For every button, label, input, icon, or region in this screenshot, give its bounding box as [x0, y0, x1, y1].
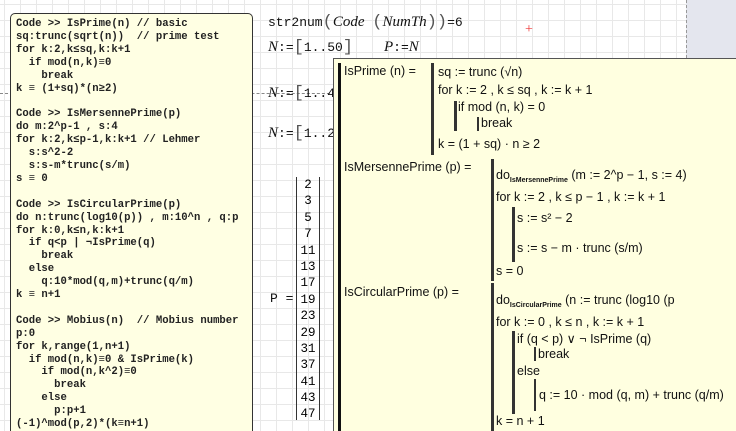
circular-line: q := 10 · mod (q, m) + trunc (q/m) — [539, 388, 724, 402]
code-line: p:0 — [16, 327, 36, 340]
circular-line: if (q < p) ∨ ¬ IsPrime (q) — [517, 332, 652, 346]
p-definition[interactable]: P:=N — [384, 39, 419, 55]
code-line — [16, 302, 252, 315]
vector-element: 29 — [300, 325, 316, 340]
code-line: if q<p | ¬IsPrime(q) — [16, 237, 156, 250]
vector-element: 17 — [300, 276, 316, 291]
code-line: Code >> Mobius(n) // Mobius number — [16, 314, 239, 327]
cursor-crosshair: + — [525, 22, 533, 37]
code-line: break — [16, 379, 86, 392]
mersenne-line: for k := 2 , k ≤ p − 1 , k := k + 1 — [496, 190, 666, 204]
code-line: s ≡ 0 — [16, 172, 48, 185]
n-definition-3[interactable]: N:=[1..2 — [268, 124, 336, 143]
circular-line: else — [517, 364, 540, 378]
code-line: Code >> IsMersennePrime(p) — [16, 108, 182, 121]
vector-element: 31 — [300, 341, 316, 356]
vector-element: 19 — [300, 292, 316, 307]
code-line: for k:2,k≤sq,k:k+1 — [16, 43, 131, 56]
code-line: break — [16, 69, 74, 82]
code-line: Code >> IsCircularPrime(p) — [16, 198, 182, 211]
code-line: k ≡ n+1 — [16, 289, 61, 302]
range: 1..50 — [303, 40, 343, 55]
fn-name: str2num — [268, 15, 323, 30]
circular-line: k = n + 1 — [496, 414, 545, 428]
code-line: if mod(n,k^2)≡0 — [16, 366, 137, 379]
n-definition-2[interactable]: N:=[1..4 — [268, 84, 336, 103]
circular-line: doIsCircularPrime (n := trunc (log10 (p — [496, 293, 675, 309]
mersenne-head: IsMersennePrime (p) = — [344, 160, 472, 174]
code-line: s:s^2-2 — [16, 147, 74, 160]
code-line: if mod(n,k)≡0 & IsPrime(k) — [16, 353, 195, 366]
numth-arg: NumTh — [382, 14, 427, 30]
isprime-line: for k := 2 , k ≤ sq , k := k + 1 — [438, 83, 593, 97]
vector-element: 23 — [300, 309, 316, 324]
isprime-line: if mod (n, k) = 0 — [458, 100, 546, 114]
code-line — [16, 95, 252, 108]
code-line: sq:trunc(sqrt(n)) // prime test — [16, 30, 220, 43]
circular-line: break — [538, 347, 570, 361]
code-line: break — [16, 250, 74, 263]
code-line: do n:trunc(log10(p)) , m:10^n , q:p — [16, 211, 239, 224]
vector-element: 37 — [300, 358, 316, 373]
region-bar — [338, 63, 341, 431]
vector-element: 47 — [300, 407, 316, 422]
code-line: for k,range(1,n+1) — [16, 340, 131, 353]
code-line — [16, 186, 252, 199]
circular-head: IsCircularPrime (p) = — [344, 285, 459, 299]
code-line: p:p+1 — [16, 405, 86, 418]
page-margin-area — [686, 0, 736, 58]
n-definition-1[interactable]: N:=[1..50] — [268, 38, 354, 57]
code-line: for k:0,k≤n,k:k+1 — [16, 224, 125, 237]
vector-element: 2 — [304, 178, 312, 192]
code-line: for k:2,k≤p-1,k:k+1 // Lehmer — [16, 134, 201, 147]
circular-line: for k := 0 , k ≤ n , k := k + 1 — [496, 315, 645, 329]
vector-element: 13 — [300, 259, 316, 274]
code-line: if mod(n,k)≡0 — [16, 56, 112, 69]
mersenne-line: doIsMersennePrime (m := 2^p − 1, s := 4) — [496, 168, 687, 184]
isprime-head: IsPrime (n) = — [344, 64, 416, 78]
mersenne-line: s := s² − 2 — [517, 211, 573, 225]
code-line: (-1)^mod(p,2)*(k≡n+1) — [16, 418, 150, 431]
lhs: P — [384, 39, 394, 55]
vector-element: 43 — [300, 391, 316, 406]
code-line: else — [16, 392, 67, 405]
vector-element: 41 — [300, 374, 316, 389]
str2num-expression[interactable]: str2num(Code (NumTh))=6 — [268, 13, 463, 32]
code-line: Code >> IsPrime(n) // basic — [16, 18, 188, 30]
code-line: else — [16, 263, 55, 276]
vector-element: 5 — [304, 210, 312, 225]
isprime-line: sq := trunc (√n) — [438, 65, 523, 79]
p-result-label: P = — [270, 291, 294, 306]
mersenne-line: s = 0 — [496, 264, 524, 278]
rhs: N — [408, 39, 419, 55]
range: 1..4 — [303, 86, 336, 101]
isprime-line: k = (1 + sq) · n ≥ 2 — [438, 137, 541, 151]
code-line: k ≡ (1+sq)*(n≥2) — [16, 82, 118, 95]
code-line: do m:2^p-1 , s:4 — [16, 121, 118, 134]
vector-element: 11 — [300, 243, 316, 258]
mersenne-line: s := s − m · trunc (s/m) — [517, 241, 643, 255]
vector-element: 7 — [304, 227, 312, 242]
vector-element: 3 — [304, 194, 312, 209]
range: 1..2 — [303, 126, 336, 141]
result-value: 6 — [454, 15, 463, 30]
isprime-line: break — [481, 116, 513, 130]
code-fn: Code — [332, 14, 365, 30]
code-line: s:s-m*trunc(s/m) — [16, 159, 131, 172]
code-line: q:10*mod(q,m)+trunc(q/m) — [16, 276, 195, 289]
function-definitions-tooltip: IsPrime (n) = sq := trunc (√n) for k := … — [333, 58, 736, 431]
